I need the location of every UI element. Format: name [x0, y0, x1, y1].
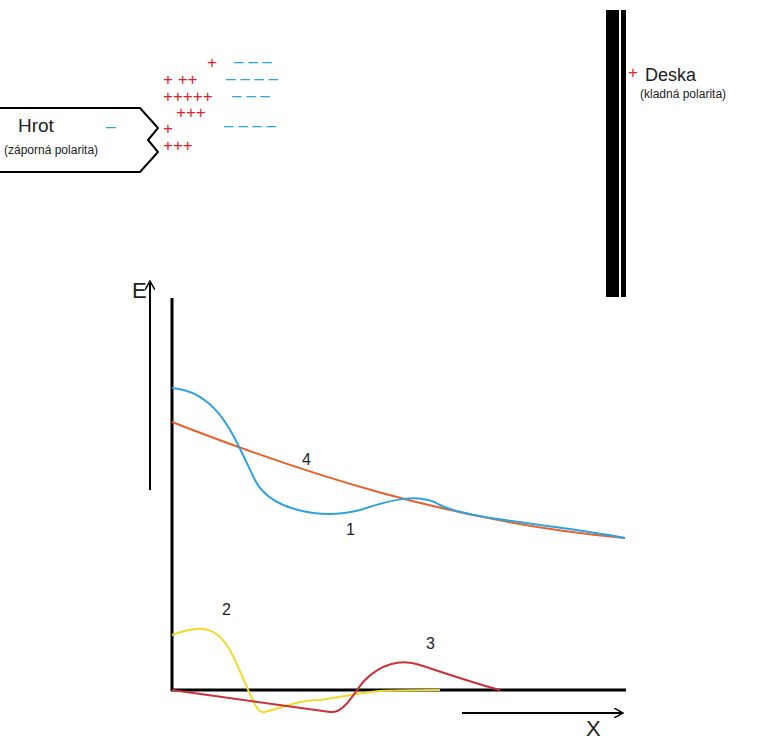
positive-charge: +: [628, 64, 638, 81]
negative-charge: – – – –: [224, 117, 276, 134]
positive-charge: +: [207, 54, 217, 71]
positive-charge: +++: [176, 104, 206, 121]
tip-electrode: Hrot (záporná polarita): [0, 106, 162, 176]
positive-charge: +++++: [163, 88, 213, 105]
curve-3: [172, 662, 500, 712]
x-axis-arrow: [462, 712, 622, 714]
negative-charge: – – –: [232, 87, 270, 104]
plate-name: Deska: [645, 66, 696, 84]
curve-number: 2: [222, 602, 231, 618]
positive-charge: +++: [163, 137, 193, 154]
curve-number: 3: [426, 636, 435, 652]
axis-label: E: [132, 280, 147, 302]
tip-name: Hrot: [18, 116, 54, 135]
axis-label: X: [586, 718, 601, 740]
plate-polarity: (kladná polarita): [640, 88, 726, 100]
axes: [171, 298, 626, 691]
e-axis-arrow: [149, 282, 151, 490]
curve-4: [172, 422, 625, 538]
curve-number: 4: [302, 452, 311, 468]
plate-electrode: [604, 8, 754, 300]
tip-polarity: (záporná polarita): [4, 144, 98, 156]
plate-electrode-group: Deska (kladná polarita): [604, 8, 754, 300]
positive-charge: +: [163, 120, 173, 137]
negative-charge: –: [106, 118, 115, 135]
curve-2: [172, 629, 440, 712]
positive-charge: + ++: [163, 71, 198, 88]
curve-number: 1: [346, 522, 355, 538]
negative-charge: – – – –: [226, 70, 278, 87]
negative-charge: – – –: [234, 53, 272, 70]
curve-1: [172, 388, 625, 538]
